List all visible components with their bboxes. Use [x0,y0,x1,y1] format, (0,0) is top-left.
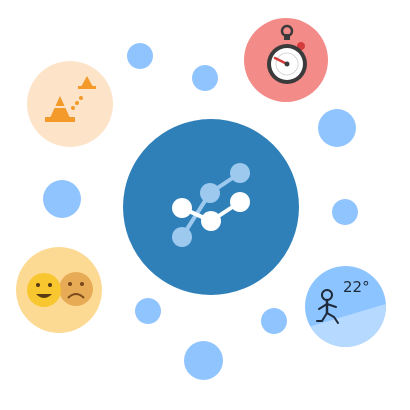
decor-dot [192,65,218,91]
stopwatch-icon [267,24,307,84]
trend-line-chart-icon [172,163,250,247]
training-cones-icon [45,76,96,122]
weather-circle[interactable] [305,266,386,347]
temperature-label: 22° [343,278,370,296]
decor-dot [127,43,153,69]
cones-circle[interactable] [27,61,113,147]
mood-faces-icon [27,272,93,307]
decor-dot [332,199,358,225]
runner-weather-icon [316,289,339,324]
hub-circle[interactable] [123,119,299,295]
decor-dot [184,341,223,380]
decor-dot [135,298,161,324]
decor-dot [261,308,287,334]
decor-dot [318,109,356,147]
decor-dot [43,180,81,218]
